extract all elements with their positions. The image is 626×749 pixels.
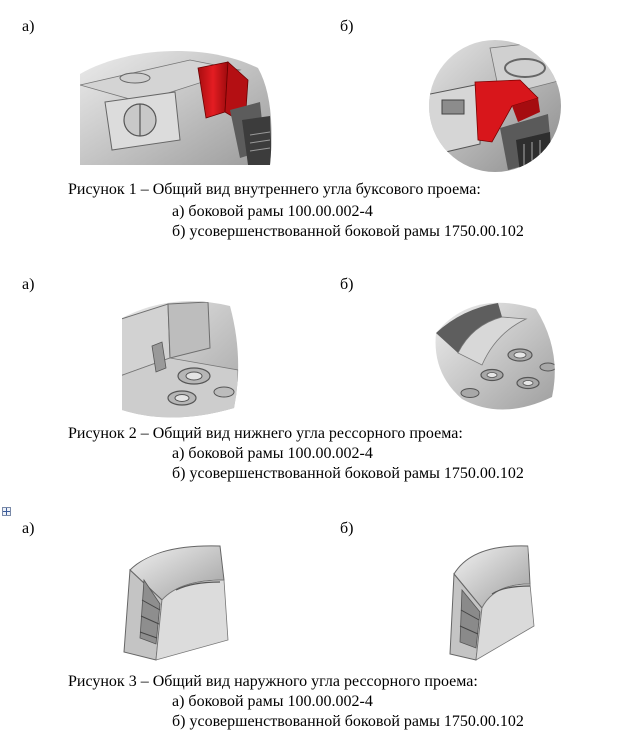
fig3b-image	[448, 543, 536, 662]
fig1b-image	[429, 40, 561, 172]
move-anchor-icon[interactable]	[2, 507, 11, 516]
fig2b-image	[435, 302, 555, 410]
fig2-caption: Рисунок 2 – Общий вид нижнего угла рессо…	[68, 425, 463, 442]
fig3a-image	[116, 543, 232, 662]
fig1-caption-line-a: а) боковой рамы 100.00.002-4	[172, 203, 373, 220]
fig2-caption-line-b: б) усовершенствованной боковой рамы 1750…	[172, 465, 524, 482]
fig1-caption-line-b: б) усовершенствованной боковой рамы 1750…	[172, 223, 524, 240]
fig1-label-b: б)	[340, 18, 354, 35]
fig2a-image	[122, 301, 239, 418]
fig3-caption-line-b: б) усовершенствованной боковой рамы 1750…	[172, 713, 524, 730]
fig3-label-b: б)	[340, 520, 354, 537]
fig1-caption: Рисунок 1 – Общий вид внутреннего угла б…	[68, 181, 481, 198]
fig2-label-a: а)	[22, 276, 35, 293]
fig2-label-b: б)	[340, 276, 354, 293]
fig1-label-a: а)	[22, 18, 35, 35]
fig3-label-a: а)	[22, 520, 35, 537]
fig1a-image	[80, 51, 272, 165]
fig2-caption-line-a: а) боковой рамы 100.00.002-4	[172, 445, 373, 462]
fig3-caption-line-a: а) боковой рамы 100.00.002-4	[172, 693, 373, 710]
fig3-caption: Рисунок 3 – Общий вид наружного угла рес…	[68, 673, 478, 690]
